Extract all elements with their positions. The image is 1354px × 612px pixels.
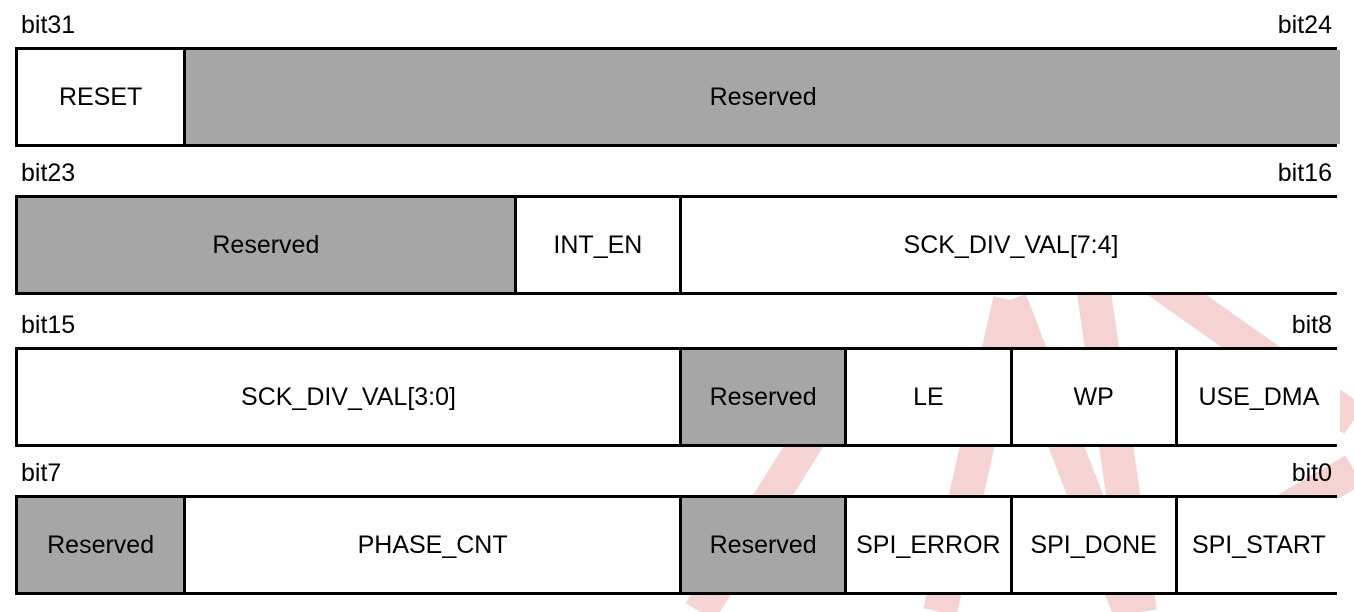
bit-label-row-3-high: bit15	[21, 311, 76, 339]
bit-label-row-2-low: bit16	[1277, 159, 1332, 187]
field-le: LE	[844, 350, 1010, 444]
field-use-dma: USE_DMA	[1174, 350, 1340, 444]
field-label: SCK_DIV_VAL[7:4]	[903, 230, 1119, 259]
field-reset: RESET	[18, 50, 184, 144]
field-label: Reserved	[709, 530, 817, 559]
field-label: SCK_DIV_VAL[3:0]	[241, 382, 456, 411]
field-label: Reserved	[212, 230, 320, 259]
field-reserved: Reserved	[679, 350, 845, 444]
field-label: Reserved	[709, 382, 817, 411]
bit-label-row-3-low: bit8	[1291, 311, 1332, 339]
field-phase-cnt: PHASE_CNT	[183, 498, 679, 592]
field-label: Reserved	[709, 82, 817, 111]
field-reserved: Reserved	[183, 50, 1340, 144]
field-label: PHASE_CNT	[357, 530, 508, 559]
bit-label-row-4-high: bit7	[21, 459, 62, 487]
field-label: WP	[1073, 382, 1114, 411]
field-int-en: INT_EN	[513, 198, 679, 292]
field-reserved: Reserved	[18, 198, 514, 292]
field-label: SPI_DONE	[1030, 530, 1157, 559]
register-row-3: SCK_DIV_VAL[3:0] Reserved LE WP USE_DMA	[15, 347, 1340, 447]
field-sck-div-val-high: SCK_DIV_VAL[7:4]	[679, 198, 1340, 292]
field-reserved: Reserved	[18, 498, 184, 592]
field-label: RESET	[58, 82, 143, 111]
bit-label-row-1-low: bit24	[1277, 11, 1332, 39]
register-row-2: Reserved INT_EN SCK_DIV_VAL[7:4]	[15, 195, 1340, 295]
bit-label-row-1-high: bit31	[21, 11, 76, 39]
bit-label-row-4-low: bit0	[1291, 459, 1332, 487]
field-sck-div-val-low: SCK_DIV_VAL[3:0]	[18, 350, 679, 444]
bit-label-row-2-high: bit23	[21, 159, 76, 187]
field-wp: WP	[1009, 350, 1175, 444]
field-spi-start: SPI_START	[1174, 498, 1340, 592]
register-row-1: RESET Reserved	[15, 47, 1340, 147]
field-spi-error: SPI_ERROR	[844, 498, 1010, 592]
field-label: LE	[913, 382, 944, 411]
field-reserved: Reserved	[679, 498, 845, 592]
field-label: SPI_START	[1191, 530, 1326, 559]
field-label: INT_EN	[553, 230, 643, 259]
field-label: SPI_ERROR	[856, 530, 1001, 559]
field-label: Reserved	[47, 530, 155, 559]
field-spi-done: SPI_DONE	[1009, 498, 1175, 592]
register-row-4: Reserved PHASE_CNT Reserved SPI_ERROR SP…	[15, 495, 1340, 595]
field-label: USE_DMA	[1198, 382, 1320, 411]
